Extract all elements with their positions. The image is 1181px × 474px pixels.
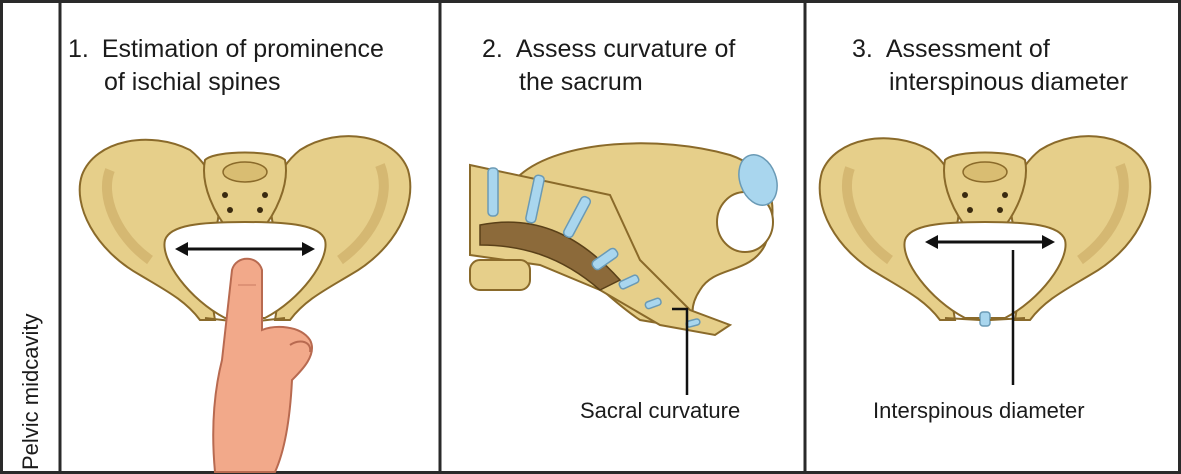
sacral-curvature-label: Sacral curvature (580, 398, 740, 424)
panel-1-number: 1. (68, 35, 89, 63)
side-label: Pelvic midcavity (18, 315, 44, 355)
panel-1-title: 1. Estimation of prominence (68, 33, 384, 65)
panel-2-line1: Assess curvature of (516, 35, 736, 63)
panel-3-title-line2: interspinous diameter (889, 66, 1128, 98)
panel-3-title: 3. Assessment of (852, 33, 1050, 65)
panel-1-title-line2: of ischial spines (104, 66, 280, 98)
panel-2-title-line2: the sacrum (519, 66, 643, 98)
panel-2-number: 2. (482, 35, 503, 63)
panel-1-line1: Estimation of prominence (102, 35, 384, 63)
side-label-text: Pelvic midcavity (18, 430, 44, 470)
panel-2-sacrum (470, 143, 784, 335)
interspinous-diameter-label: Interspinous diameter (873, 398, 1085, 424)
panel-3-line1: Assessment of (886, 35, 1050, 63)
panel-3-number: 3. (852, 35, 873, 63)
panel-3-pelvis (820, 136, 1151, 326)
panel-2-title: 2. Assess curvature of (482, 33, 735, 65)
